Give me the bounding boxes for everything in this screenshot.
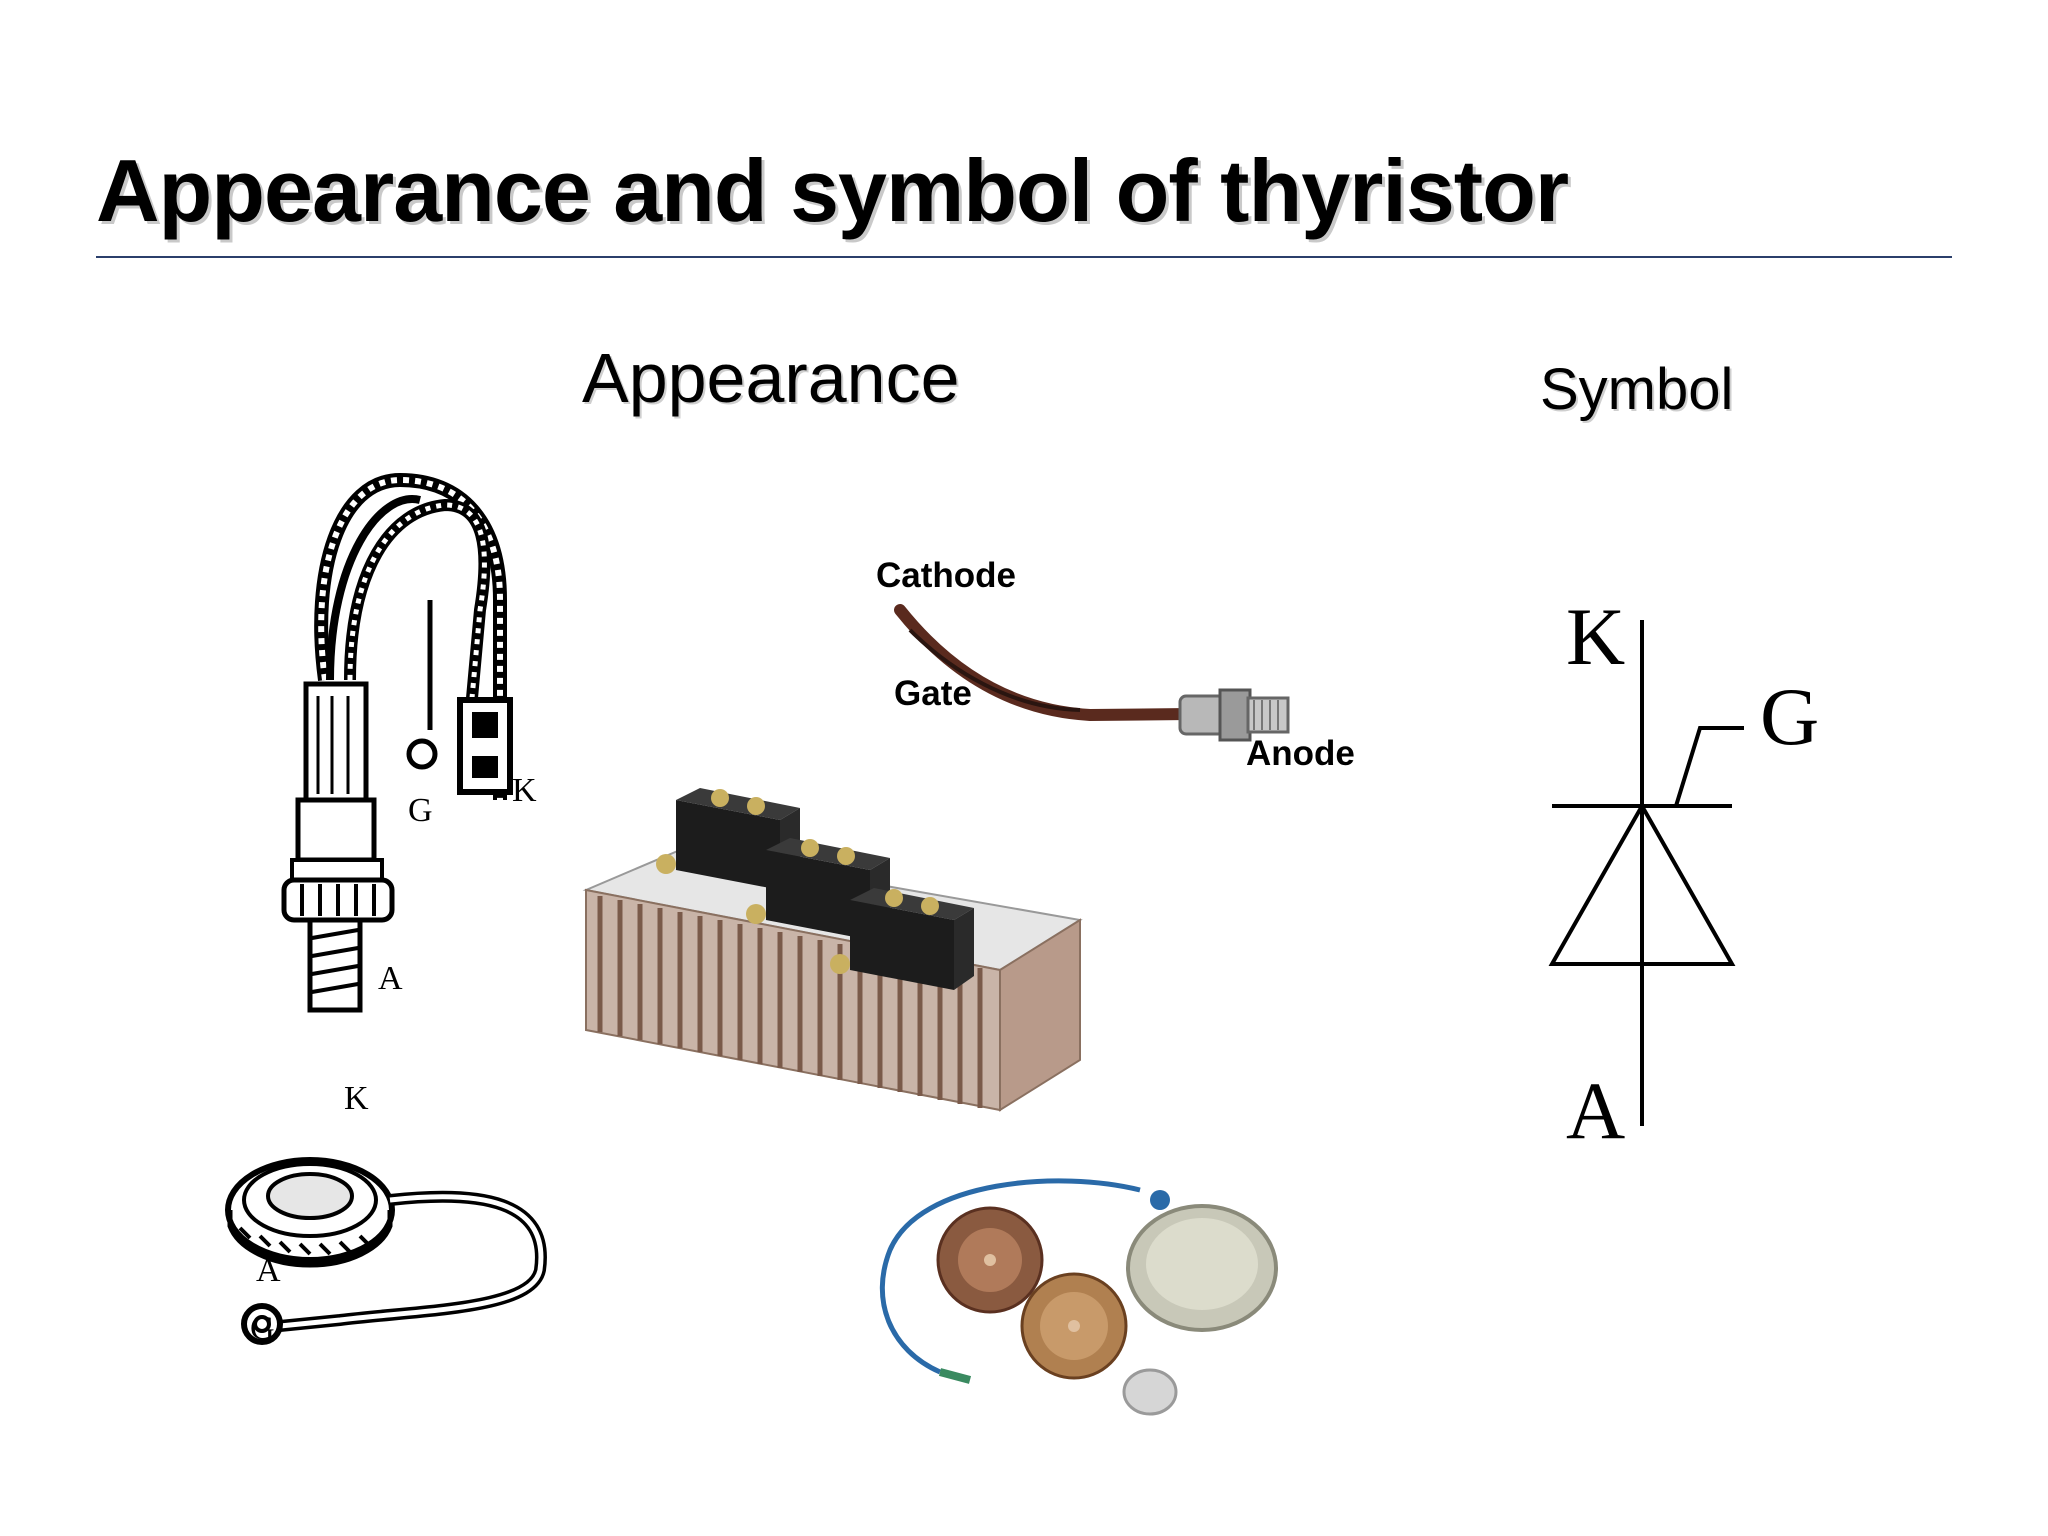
disc-sketch-anode-label: A: [256, 1252, 281, 1289]
slide-title: Appearance and symbol of thyristor: [96, 141, 1569, 240]
symbol-cathode-label: K: [1566, 591, 1626, 682]
disc-thyristor-wafers-photo: [879, 1178, 1278, 1416]
stud-thyristor-sketch: [281, 472, 513, 1013]
symbol-gate-label: G: [1760, 671, 1820, 762]
anode-label: Anode: [1246, 734, 1355, 773]
disc-sketch-gate-label: G: [250, 1310, 275, 1347]
thyristor-module-heatsink-photo: [582, 788, 1083, 1112]
title-divider: [96, 256, 1952, 258]
stud-sketch-anode-label: A: [378, 960, 403, 997]
stud-sketch-cathode-label: K: [512, 772, 537, 809]
appearance-heading: Appearance: [582, 339, 960, 417]
symbol-heading: Symbol: [1540, 357, 1734, 422]
stud-sketch-gate-label: G: [408, 792, 433, 829]
stud-thyristor-photo: [894, 604, 1290, 742]
symbol-anode-label: A: [1566, 1065, 1626, 1156]
disc-sketch-cathode-label: K: [344, 1080, 369, 1117]
disc-thyristor-sketch: [225, 1157, 547, 1345]
cathode-label: Cathode: [876, 556, 1016, 595]
thyristor-symbol: [1548, 620, 1744, 1126]
gate-label: Gate: [894, 674, 972, 713]
